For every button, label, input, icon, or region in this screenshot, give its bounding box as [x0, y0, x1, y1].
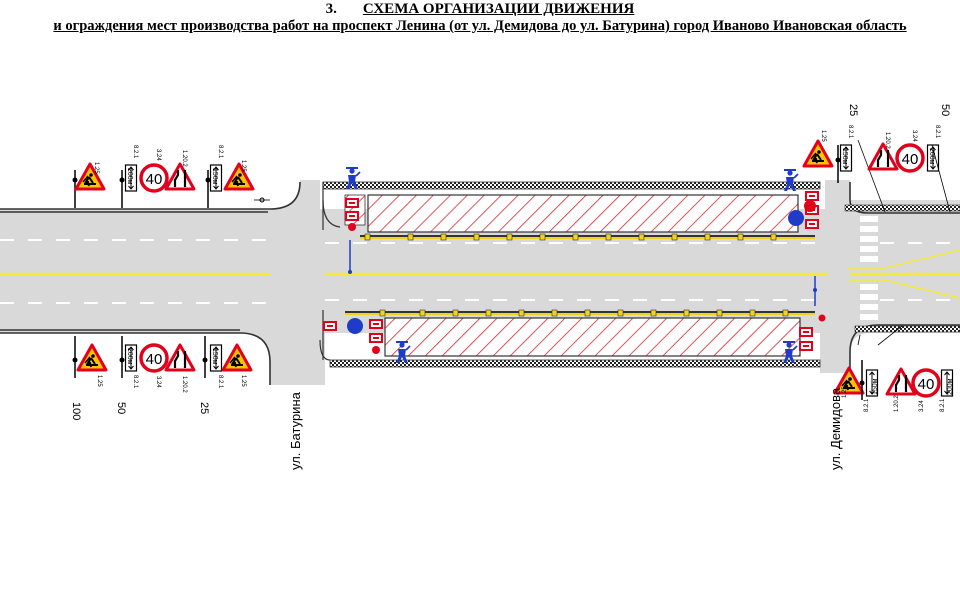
scheme-number: 3. — [325, 1, 337, 17]
distance-100: 100 — [70, 402, 82, 420]
distance-25-right: 25 — [847, 104, 859, 116]
plate-dist-tl: 200м — [126, 168, 133, 185]
speed-value-tr: 40 — [902, 151, 919, 168]
plate-dist-bl: 200м — [126, 348, 133, 365]
speed-value-br: 40 — [918, 376, 935, 393]
work-zone-bottom — [345, 311, 815, 357]
code-speed-tl: 3.24 — [155, 149, 161, 161]
code-narrow-tr: 1.20.2 — [884, 132, 890, 149]
plate-dist-tr2: 200м — [928, 148, 935, 165]
code-plate-tr: 8.2.1 — [847, 125, 853, 139]
work-zone-top — [344, 194, 815, 239]
code-narrow-tl: 1.20.2 — [181, 150, 187, 167]
code-works-bl: 1.25 — [96, 375, 102, 387]
code-speed-br: 3.24 — [919, 400, 925, 412]
code-plate-br: 8.2.1 — [864, 398, 870, 412]
code-narrow-br: 1.20.2 — [894, 395, 900, 412]
code-plate-tl2: 8.2.1 — [217, 145, 223, 159]
plate-dist-tr: 150м — [841, 148, 848, 165]
code-plate-br2: 8.2.1 — [940, 398, 946, 412]
code-works-bl2: 1.25 — [240, 375, 246, 387]
header-line-1: 3. СХЕМА ОРГАНИЗАЦИИ ДВИЖЕНИЯ — [0, 1, 960, 18]
plate-dist-br: 150м — [872, 378, 879, 395]
lane-markings — [0, 216, 960, 320]
code-speed-tr: 3.24 — [911, 130, 917, 142]
scheme-title: СХЕМА ОРГАНИЗАЦИИ ДВИЖЕНИЯ — [362, 1, 635, 17]
sidewalk-bottom — [329, 359, 821, 368]
code-plate-tr2: 8.2.1 — [934, 125, 940, 139]
plate-dist-bl2: 150м — [211, 348, 218, 365]
code-narrow-bl: 1.20.2 — [181, 376, 187, 393]
distance-50-right: 50 — [939, 104, 951, 116]
code-plate-bl: 8.2.1 — [132, 375, 138, 389]
code-plate-bl2: 8.2.1 — [217, 375, 223, 389]
plate-dist-tl2: 150м — [211, 168, 218, 185]
scheme-subtitle: и ограждения мест производства работ на … — [53, 18, 907, 34]
street-label-right: ул. Демидова — [828, 387, 843, 470]
code-works-br: 1.25 — [842, 386, 848, 398]
signs-bottom-right — [833, 325, 954, 400]
code-plate-tl: 8.2.1 — [132, 145, 138, 159]
signs-bottom-left — [72, 336, 253, 378]
distance-25-left: 25 — [198, 402, 210, 414]
plate-dist-br2: 200м — [947, 378, 954, 395]
code-speed-bl: 3.24 — [155, 376, 161, 388]
speed-value-tl: 40 — [146, 171, 163, 188]
signs-top-right — [802, 139, 951, 213]
signs-top-left — [72, 162, 270, 208]
street-label-left: ул. Батурина — [288, 391, 303, 470]
pedestrian-crossing — [860, 216, 878, 320]
sidewalk-top — [322, 181, 821, 190]
distance-50-left: 50 — [115, 402, 127, 414]
zone-end-equipment — [322, 190, 826, 354]
code-works-tl2: 1.25 — [240, 160, 246, 172]
code-works-tr: 1.25 — [820, 130, 826, 142]
code-works-tl: 1.25 — [93, 162, 99, 174]
speed-value-bl: 40 — [146, 351, 163, 368]
barrier-posts — [364, 233, 789, 317]
